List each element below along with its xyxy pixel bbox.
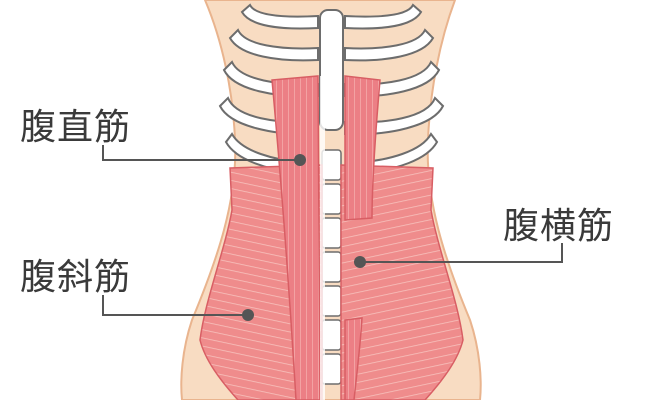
oblique-marker [242,309,254,321]
transverse-marker [354,256,366,268]
leader-line-transverse [360,243,563,263]
leader-dots [242,154,366,321]
transverse-muscle-right [340,164,464,400]
label-transverse-abdominis: 腹横筋 [503,206,615,247]
label-oblique-muscle: 腹斜筋 [20,257,132,298]
leader-lines [102,145,563,316]
leader-line-rectus [102,145,300,161]
linea-alba [320,76,325,400]
label-rectus-abdominis: 腹直筋 [20,107,132,148]
rectus-muscle-right-upper [344,75,381,221]
rectus-marker [294,154,306,166]
leader-line-oblique [102,295,248,316]
